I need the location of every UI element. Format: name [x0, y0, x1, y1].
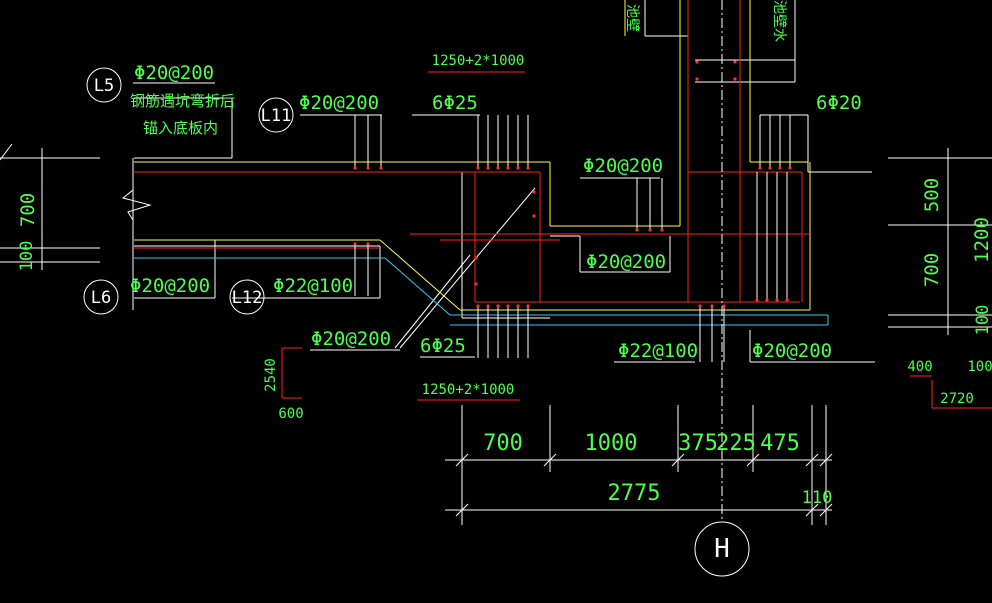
- l12-spec: Φ22@100: [273, 275, 353, 297]
- left-dim-700: 700: [17, 193, 39, 227]
- small-dim-600: 600: [278, 406, 303, 422]
- right-dim-1200: 1200: [971, 217, 992, 263]
- formula-bottom: 1250+2*1000: [422, 382, 515, 398]
- bar-group-wall-inner: [636, 178, 663, 230]
- l5-note-line1: 钢筋遇坑弯折后: [130, 92, 235, 110]
- right-dim-700: 700: [921, 253, 943, 287]
- added-bars: [134, 257, 829, 326]
- small-dim-2540: 2540: [263, 358, 279, 392]
- dimension-values: 700 1000 375 225 475 2775 110: [483, 431, 832, 508]
- l5-spec: Φ20@200: [134, 62, 214, 84]
- wall-inner-spec: Φ20@200: [583, 155, 663, 177]
- right-dim-500: 500: [921, 178, 943, 212]
- dim-offset-110: 110: [802, 488, 833, 508]
- bar-group-wall-bottom: [699, 306, 725, 362]
- dim-total-2775: 2775: [608, 481, 661, 506]
- callout-l5-label: L5: [94, 76, 114, 96]
- dim-segment-225: 225: [716, 431, 756, 456]
- l5-note-line2: 锚入底板内: [143, 119, 218, 137]
- axis-label-h: H: [714, 534, 730, 564]
- dim-segment-700: 700: [483, 431, 523, 456]
- slab-edges: [134, 0, 811, 311]
- bar-group-top-pit: [477, 115, 529, 168]
- right-dims: 500 700 1200 100 400 100 2720: [907, 178, 992, 407]
- right-dim-100: 100: [973, 305, 992, 336]
- wall-bottom-spec: Φ22@100: [618, 340, 698, 362]
- axis-bubble-h: H: [694, 521, 750, 577]
- callout-l6-label: L6: [91, 288, 111, 308]
- callout-l11-label: L11: [261, 106, 292, 126]
- dim-segment-475: 475: [760, 431, 800, 456]
- dim-segment-1000: 1000: [585, 431, 638, 456]
- wall-text-right: 池壁水: [771, 0, 787, 42]
- left-dim-100: 100: [17, 241, 37, 272]
- formula-top: 1250+2*1000: [432, 53, 525, 69]
- callout-l12-label: L12: [232, 288, 263, 308]
- l6-spec: Φ20@200: [130, 275, 210, 297]
- right-bottom-spec: Φ20@200: [752, 340, 832, 362]
- dimension-chain: [445, 405, 833, 525]
- wall-text-left: 池壁: [624, 4, 640, 32]
- pit-bottom-bars: 6Φ25: [420, 335, 466, 357]
- diag-spec: Φ20@200: [311, 328, 391, 350]
- pit-top-bars: 6Φ25: [432, 92, 478, 114]
- bar-group-wall-right: [756, 115, 791, 300]
- wall-right-bars: 6Φ20: [816, 92, 862, 114]
- right-dim-100b: 100: [967, 359, 992, 375]
- callout-l11: L11: [258, 97, 294, 133]
- left-dims: 700 100 2540 600: [17, 193, 304, 422]
- dim-segment-375: 375: [678, 431, 718, 456]
- right-dim-2720: 2720: [940, 391, 974, 407]
- rebar-dots: [353, 60, 792, 308]
- bar-group-l11: [354, 115, 382, 168]
- l11-spec: Φ20@200: [299, 92, 379, 114]
- pit-bottom-spec: Φ20@200: [586, 251, 666, 273]
- right-dim-400: 400: [907, 359, 932, 375]
- callout-l5: L5: [86, 67, 122, 103]
- callout-l12: L12: [229, 279, 265, 315]
- callout-l6: L6: [83, 279, 119, 315]
- rebar: [134, 0, 992, 409]
- bar-group-bottom-pit: [477, 306, 529, 358]
- spec-labels: 1250+2*1000 1250+2*1000 Φ20@200 钢筋遇坑弯折后 …: [130, 53, 862, 398]
- wall-text: 池壁 池壁水: [624, 0, 787, 42]
- bar-group-l12: [354, 244, 369, 296]
